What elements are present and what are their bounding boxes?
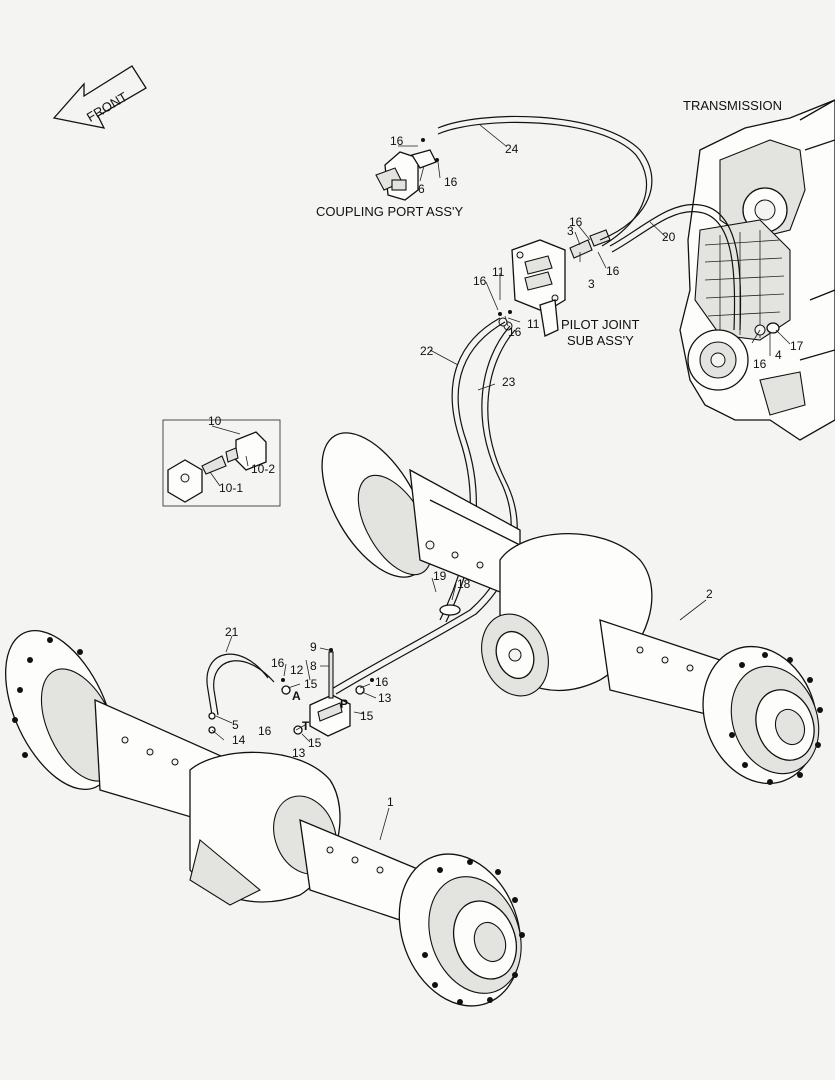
port-p-label: P xyxy=(340,697,348,711)
transmission: TRANSMISSION xyxy=(679,98,835,441)
front-arrow: FRONT xyxy=(52,65,147,129)
callout-17: 17 xyxy=(790,339,804,353)
port-t-label: T xyxy=(302,719,310,733)
valve-block: A T P xyxy=(208,648,374,737)
callout-3a: 3 xyxy=(567,224,574,238)
callout-10-2: 10-2 xyxy=(251,462,275,476)
callout-16-cp2: 16 xyxy=(444,175,458,189)
callout-24: 24 xyxy=(505,142,519,156)
callout-14: 14 xyxy=(232,733,246,747)
callout-16-tr: 16 xyxy=(753,357,767,371)
callout-4: 4 xyxy=(775,348,782,362)
callout-2: 2 xyxy=(706,587,713,601)
callout-16-pj2: 16 xyxy=(606,264,620,278)
callout-20: 20 xyxy=(662,230,676,244)
callouts: 1 2 3 3 4 5 6 8 9 10 10-1 10-2 11 11 12 … xyxy=(208,134,804,809)
callout-11b: 11 xyxy=(527,317,540,331)
pilot-joint-assembly: PILOT JOINT SUB ASS'Y xyxy=(498,229,640,348)
callout-3b: 3 xyxy=(588,277,595,291)
callout-22: 22 xyxy=(420,344,434,358)
callout-23: 23 xyxy=(502,375,516,389)
front-axle xyxy=(5,630,525,1007)
port-a-label: A xyxy=(292,689,301,703)
pilot-joint-label-2: SUB ASS'Y xyxy=(567,333,634,348)
callout-1: 1 xyxy=(387,795,394,809)
callout-16-v1: 16 xyxy=(271,656,285,670)
front-label: FRONT xyxy=(84,89,130,125)
callout-18: 18 xyxy=(457,577,471,591)
callout-8: 8 xyxy=(310,659,317,673)
callout-16-v3: 16 xyxy=(258,724,272,738)
inset-part-10 xyxy=(162,419,281,507)
callout-16-pj3: 16 xyxy=(473,274,487,288)
callout-19: 19 xyxy=(433,569,447,583)
callout-21: 21 xyxy=(225,625,239,639)
pilot-joint-label-1: PILOT JOINT xyxy=(561,317,640,332)
callout-6: 6 xyxy=(418,182,425,196)
callout-13b: 13 xyxy=(292,746,306,760)
rear-axle xyxy=(321,432,823,785)
callout-16-cp1: 16 xyxy=(390,134,404,148)
leader-lines xyxy=(209,124,791,841)
callout-10-1: 10-1 xyxy=(219,481,243,495)
callout-13a: 13 xyxy=(378,691,392,705)
callout-10: 10 xyxy=(208,414,222,428)
callout-15b: 15 xyxy=(360,709,374,723)
callout-5: 5 xyxy=(232,718,239,732)
callout-16-v2: 16 xyxy=(375,675,389,689)
hoses xyxy=(206,115,742,716)
callout-12: 12 xyxy=(290,663,304,677)
callout-16-pj4: 16 xyxy=(508,325,522,339)
transmission-label: TRANSMISSION xyxy=(683,98,782,113)
callout-11a: 11 xyxy=(492,265,505,279)
callout-15a: 15 xyxy=(304,677,318,691)
callout-16-pj1: 16 xyxy=(569,215,583,229)
coupling-port-assembly: COUPLING PORT ASS'Y xyxy=(316,138,464,219)
callout-15c: 15 xyxy=(308,736,322,750)
coupling-port-label: COUPLING PORT ASS'Y xyxy=(316,204,464,219)
callout-9: 9 xyxy=(310,640,317,654)
